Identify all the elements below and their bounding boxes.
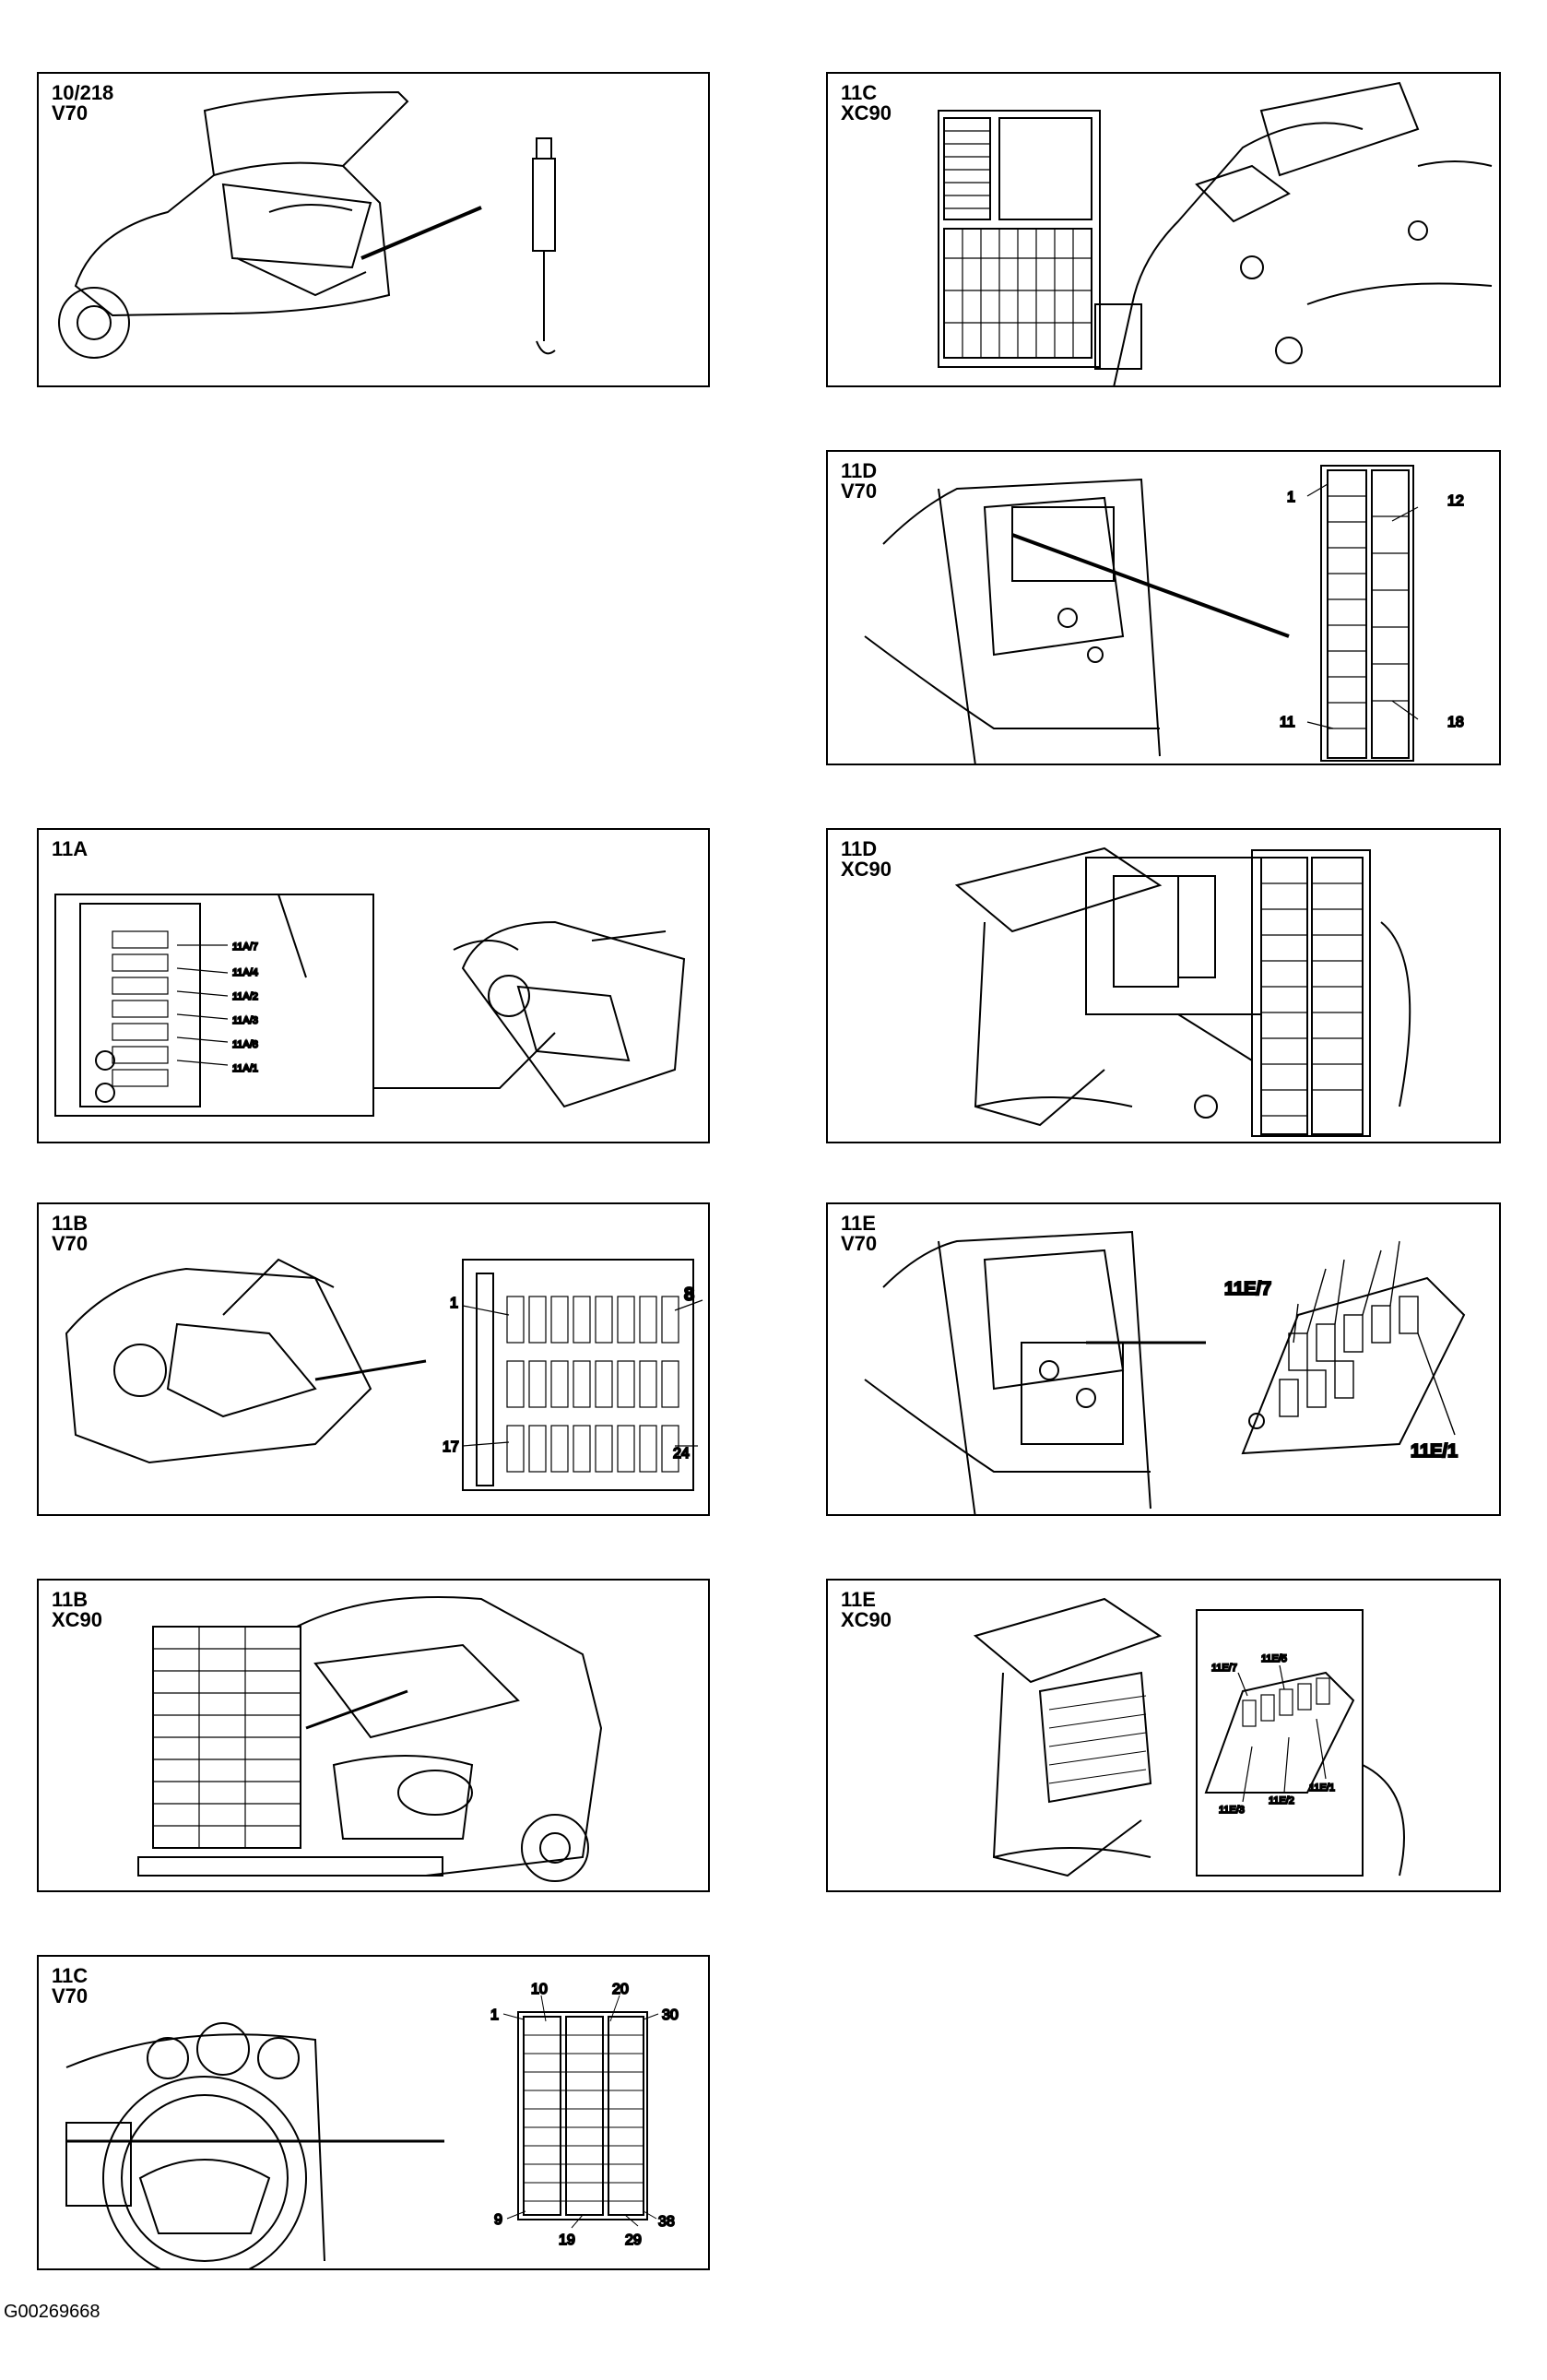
callout-label: 17 bbox=[443, 1439, 459, 1455]
callout-label: 11A/1 bbox=[232, 1063, 258, 1074]
callout-label: 29 bbox=[625, 2232, 642, 2248]
panel-11b-xc90: 11B XC90 bbox=[37, 1579, 710, 1892]
panel-11c-xc90: 11C XC90 bbox=[826, 72, 1501, 387]
panel-11c-v70: 11C V70 10 20 1 30 9 19 29 38 bbox=[37, 1955, 710, 2270]
callout-label: 11A/2 bbox=[232, 991, 258, 1002]
relay-box-trunk-illustration: 11E/7 11E/1 bbox=[864, 1230, 1466, 1514]
callout-label: 20 bbox=[612, 1982, 629, 1997]
callout-label: 18 bbox=[1447, 715, 1464, 730]
panel-code: 11C bbox=[841, 81, 878, 104]
panel-11b-v70: 11B V70 1 8 17 24 bbox=[37, 1202, 710, 1516]
fuse-box-cargo-illustration bbox=[954, 847, 1411, 1137]
panel-11d-v70: 11D V70 1 12 11 18 bbox=[826, 450, 1501, 765]
callout-label: 8 bbox=[684, 1285, 694, 1305]
fuse-box-trunk-illustration: 1 12 11 18 bbox=[864, 465, 1465, 764]
fuse-panel-dash-illustration: 10 20 1 30 9 19 29 38 bbox=[65, 1981, 679, 2268]
panel-code: 11E bbox=[841, 1588, 876, 1611]
fuse-box-engine-illustration: 1 8 17 24 bbox=[65, 1258, 703, 1491]
callout-label: 10 bbox=[531, 1982, 548, 1997]
callout-label: 11A/3 bbox=[232, 1015, 258, 1026]
panel-code: 10/218 bbox=[52, 81, 114, 104]
callout-label: 11 bbox=[1280, 715, 1295, 730]
callout-label: 11E/7 bbox=[1211, 1663, 1237, 1674]
callout-label: 11E/1 bbox=[1411, 1441, 1458, 1462]
callout-label: 19 bbox=[559, 2232, 575, 2248]
relay-box-cargo-illustration: 11E/7 11E/5 11E/3 11E/2 11E/1 bbox=[973, 1597, 1405, 1877]
panel-code: 11C bbox=[52, 1964, 89, 1987]
panel-model: V70 bbox=[52, 101, 89, 124]
callout-label: 11E/2 bbox=[1269, 1795, 1294, 1806]
panel-code: 11D bbox=[841, 459, 878, 482]
callout-label: 11E/1 bbox=[1309, 1782, 1335, 1794]
callout-label: 30 bbox=[662, 2007, 679, 2023]
panel-model: XC90 bbox=[841, 1608, 892, 1631]
callout-label: 1 bbox=[1287, 490, 1295, 505]
panel-model: XC90 bbox=[52, 1608, 103, 1631]
panel-code: 11D bbox=[841, 837, 878, 860]
fuse-box-engine-bay-illustration bbox=[137, 1596, 603, 1882]
callout-label: 1 bbox=[490, 2007, 499, 2023]
relay-box-engine-illustration: 11A/7 11A/4 11A/2 11A/3 11A/8 11A/1 bbox=[54, 894, 686, 1117]
panel-11d-xc90: 11D XC90 bbox=[826, 828, 1501, 1143]
panel-10-218-v70: 10/218 V70 bbox=[37, 72, 710, 387]
car-trunk-illustration bbox=[58, 90, 556, 359]
panel-code: 11A bbox=[52, 837, 89, 860]
panel-code: 11B bbox=[52, 1212, 89, 1235]
panel-model: V70 bbox=[52, 1232, 89, 1255]
panel-model: V70 bbox=[52, 1984, 89, 2007]
panel-model: V70 bbox=[841, 480, 878, 503]
callout-label: 11E/3 bbox=[1219, 1805, 1245, 1816]
panel-11a: 11A 11A/7 11A/4 11A/2 11A/3 11A/8 11A/1 bbox=[37, 828, 710, 1143]
callout-label: 11E/5 bbox=[1261, 1653, 1287, 1664]
callout-label: 11A/4 bbox=[232, 967, 258, 978]
panel-model: XC90 bbox=[841, 101, 892, 124]
callout-label: 11E/7 bbox=[1224, 1279, 1271, 1299]
panel-model: XC90 bbox=[841, 858, 892, 881]
callout-label: 12 bbox=[1447, 493, 1464, 509]
callout-label: 11A/7 bbox=[232, 941, 258, 953]
fuse-panel-dashboard-illustration bbox=[938, 81, 1493, 385]
callout-label: 11A/8 bbox=[232, 1039, 258, 1050]
callout-label: 38 bbox=[658, 2214, 675, 2230]
panel-11e-xc90: 11E XC90 11E/7 11E/5 11E/3 11E/2 11E/1 bbox=[826, 1579, 1501, 1892]
figure-reference: G00269668 bbox=[4, 2302, 100, 2322]
callout-label: 24 bbox=[673, 1446, 690, 1462]
panel-code: 11E bbox=[841, 1212, 876, 1235]
panel-11e-v70: 11E V70 11E/7 11E/1 bbox=[826, 1202, 1501, 1516]
panel-model: V70 bbox=[841, 1232, 878, 1255]
callout-label: 1 bbox=[450, 1296, 458, 1311]
panel-code: 11B bbox=[52, 1588, 89, 1611]
callout-label: 9 bbox=[494, 2212, 502, 2228]
